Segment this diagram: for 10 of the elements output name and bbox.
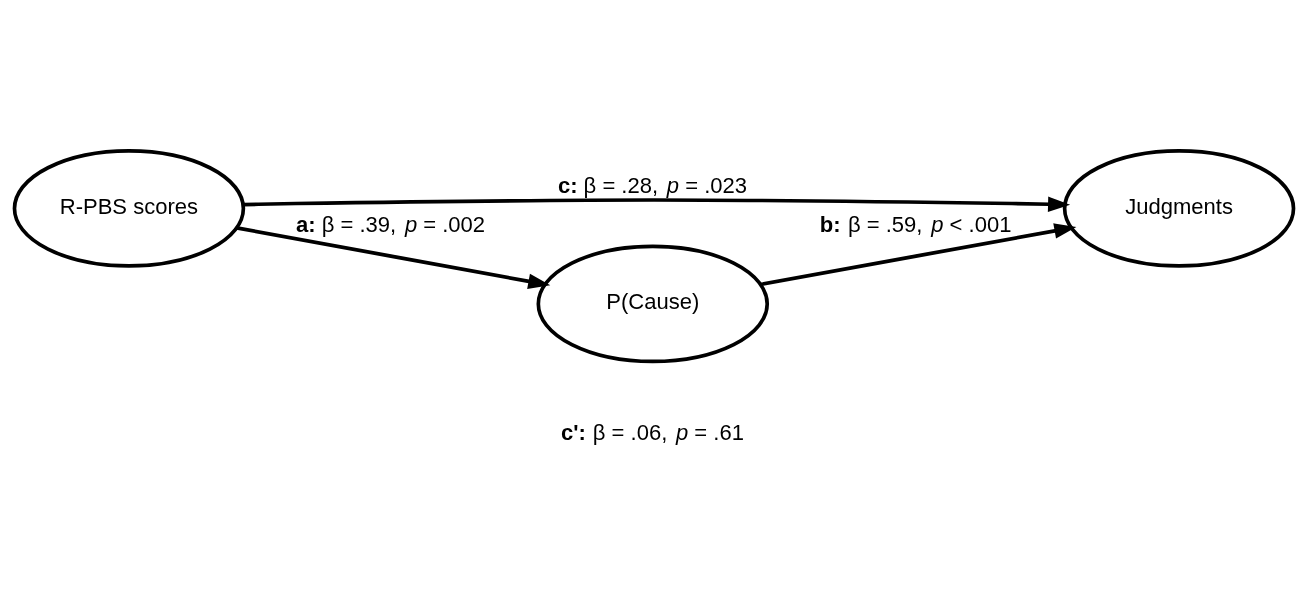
node-ellipse: R-PBS scores <box>12 149 246 268</box>
edge-label: c: β = .28, p = .023 <box>557 173 748 198</box>
arrow <box>236 226 551 289</box>
arrow <box>760 223 1077 287</box>
node-ellipse: P(Cause) <box>536 244 770 364</box>
node-ellipse: Judgments <box>1062 149 1296 268</box>
arrow <box>243 196 1071 212</box>
label: c': β = .06, p = .61 <box>560 420 744 446</box>
edge-label: b: β = .59, p < .001 <box>819 212 1012 238</box>
edge-label: a: β = .39, p = .002 <box>296 212 486 238</box>
